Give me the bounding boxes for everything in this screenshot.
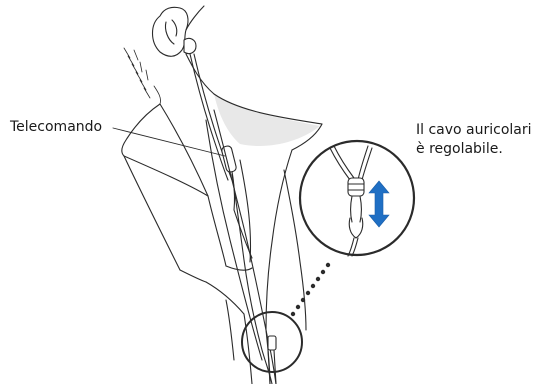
remote-label: Telecomando [10,119,103,135]
cable-adjustable-label: Il cavo auricolari è regolabile. [416,121,532,159]
slider-highlight-circle [241,311,303,373]
magnified-callout [298,139,416,257]
remote-leader-line [112,127,226,157]
dotted-connector [290,262,331,317]
earphone-cable [183,37,277,384]
cable-label-line-2: è regolabile. [416,141,503,157]
head-outline [123,5,215,105]
cable-label-line-1: Il cavo auricolari [416,122,532,138]
